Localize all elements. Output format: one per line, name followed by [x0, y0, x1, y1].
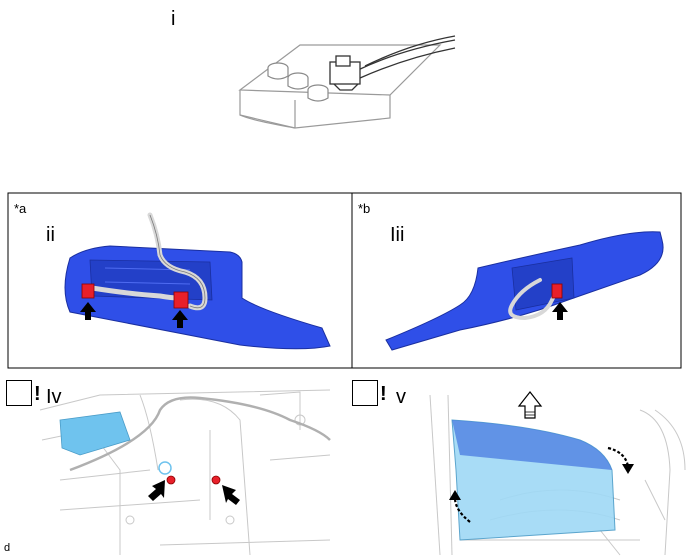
clip-iv-right [211, 475, 221, 485]
arrow-b-icon [552, 302, 568, 320]
step-4-checkbox [6, 380, 32, 406]
panel-b-label: Iii [390, 224, 405, 246]
wire-harness-iv [69, 396, 331, 472]
rotate-arrow-left-icon [453, 497, 471, 523]
battery-caps [267, 62, 329, 102]
arrow-a-left-icon [80, 302, 96, 320]
step-1-label: i [171, 8, 176, 30]
arrow-iv-left-icon [148, 480, 165, 501]
blue-trim-iv [59, 411, 131, 456]
step-4-label: Iv [46, 386, 62, 408]
step-5-checkbox [352, 380, 378, 406]
negative-terminal-cable [329, 35, 456, 91]
step-5-prefix: ! [380, 383, 387, 405]
trim-panel-a [64, 245, 331, 350]
panel-b-tag: *b [358, 201, 371, 216]
rotate-arrow-right-icon [607, 446, 630, 467]
clip-a-left [81, 283, 95, 299]
battery-body [238, 44, 442, 129]
corner-mark: d [4, 542, 11, 554]
panel-a-label: ii [46, 224, 55, 246]
clip-b [551, 283, 563, 299]
arrow-up-outline-icon [517, 391, 543, 419]
panel-b-frame [351, 192, 682, 369]
arrow-a-right-icon [172, 310, 188, 328]
step-5-label: v [396, 386, 406, 408]
clip-a-right [173, 291, 189, 309]
step-4-prefix: ! [34, 383, 41, 405]
clip-iv-left [166, 475, 176, 485]
arrow-iv-right-icon [222, 485, 240, 505]
panel-a-tag: *a [14, 201, 27, 216]
door-interior-iv [39, 389, 331, 556]
